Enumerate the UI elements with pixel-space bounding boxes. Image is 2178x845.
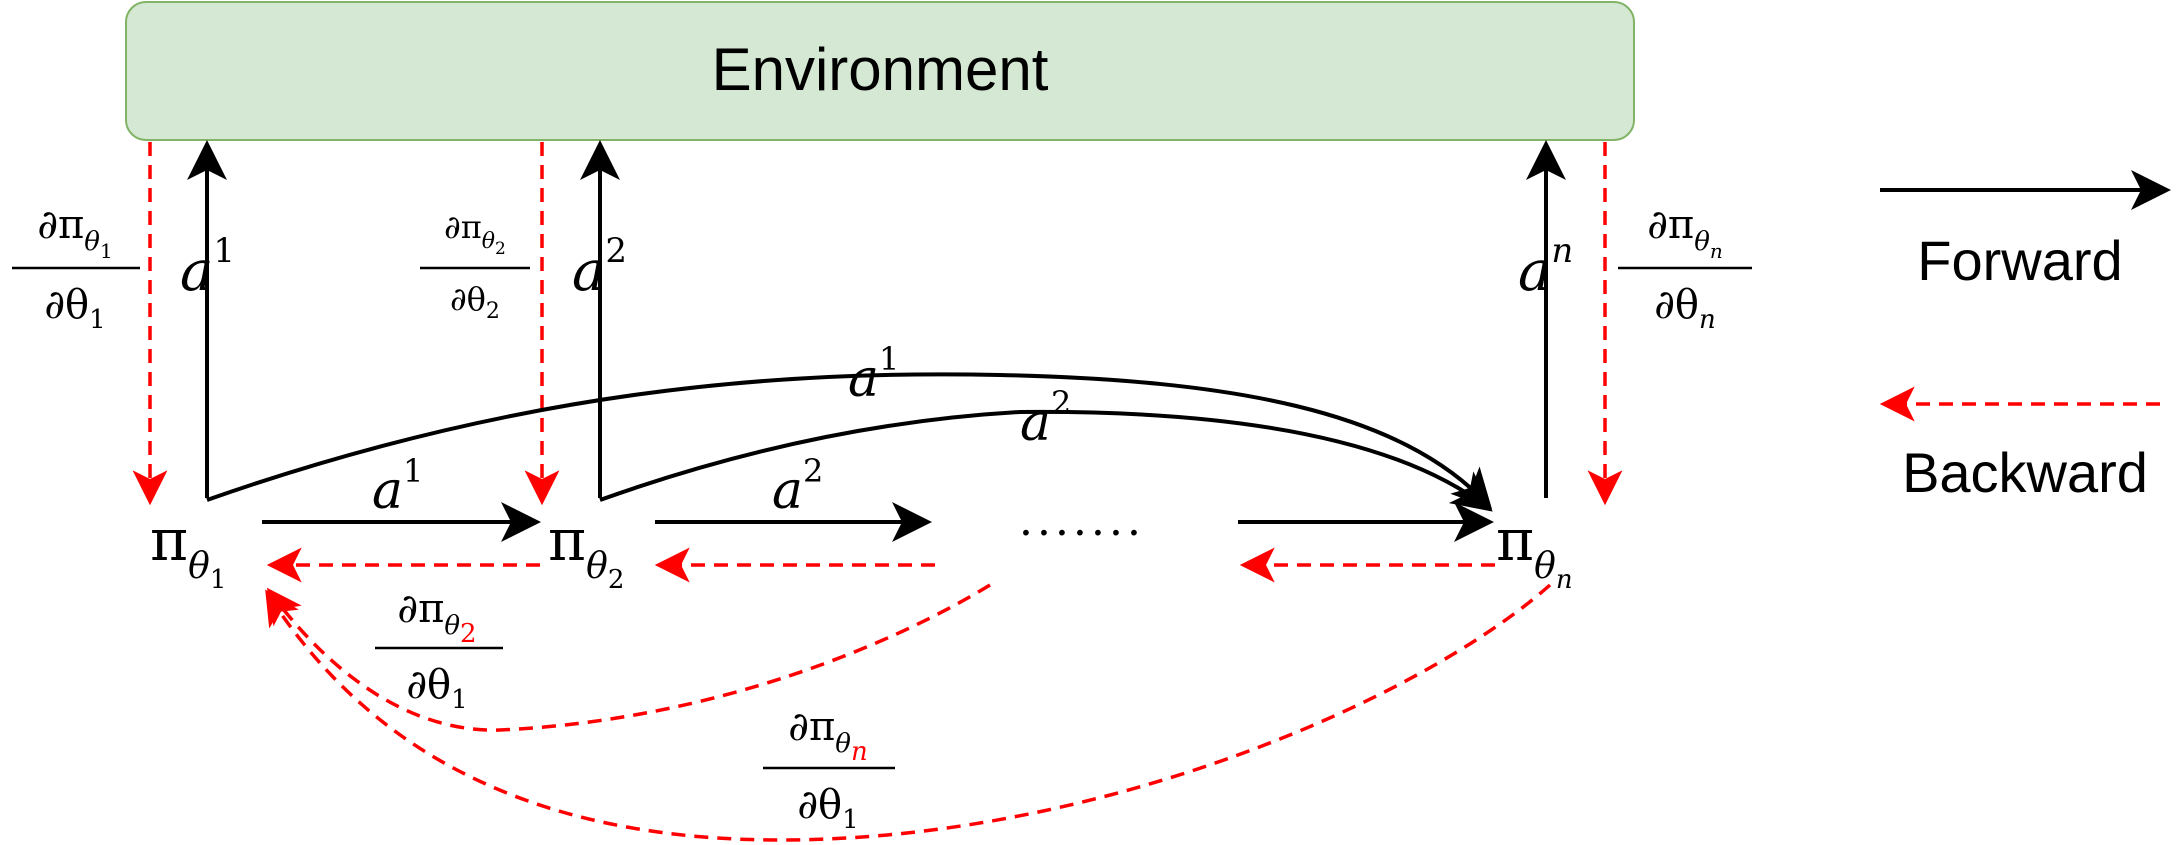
- fraction-numerator: ∂πθn: [1647, 202, 1723, 263]
- policy-index: 1: [210, 565, 227, 595]
- action-up-label-1: a1: [180, 231, 235, 304]
- action-sup: 2: [605, 231, 627, 271]
- fraction-numerator: ∂πθ2: [444, 208, 506, 259]
- skip-arrow-1-to-n: [206, 372, 1493, 510]
- action-base: a: [180, 239, 213, 304]
- chain-gradient-arrow-dots-to-1: [266, 583, 991, 732]
- policy-sub: θ: [1534, 546, 1556, 587]
- policy-sub: θ: [188, 546, 210, 587]
- policy-symbol: π: [548, 506, 586, 574]
- policy-node-n: πθn: [1496, 506, 1573, 595]
- legend-forward-label: Forward: [1917, 229, 2122, 292]
- environment-label: Environment: [712, 36, 1049, 103]
- action-up-label-2: a2: [572, 231, 627, 304]
- action-up-label-n: an: [1518, 231, 1573, 304]
- fraction-numerator: ∂πθn: [788, 704, 867, 767]
- ellipsis: ·······: [1019, 508, 1145, 559]
- action-base: a: [1518, 239, 1551, 304]
- flow-action-label-2-to-dots: a2: [772, 452, 823, 521]
- action-sup: 1: [213, 231, 235, 271]
- fraction-denominator: ∂θ1: [406, 662, 467, 715]
- policy-index: n: [1556, 565, 1573, 595]
- env-gradient-label-n: ∂πθn ∂θn: [1618, 202, 1752, 335]
- fraction-denominator: ∂θ2: [450, 280, 500, 324]
- policy-node-1: πθ1: [150, 506, 226, 595]
- env-gradient-label-1: ∂πθ1 ∂θ1: [12, 202, 140, 335]
- legend-backward-label: Backward: [1902, 441, 2148, 504]
- policy-symbol: π: [1496, 506, 1534, 574]
- fraction-numerator: ∂πθ1: [37, 202, 112, 263]
- policy-symbol: π: [150, 506, 188, 574]
- flow-action-label-1-to-2: a1: [372, 452, 423, 521]
- fraction-numerator: ∂πθ2: [397, 586, 476, 649]
- policy-index: 2: [608, 565, 625, 595]
- flow-action-label-skip-2: a2: [1020, 384, 1071, 453]
- policy-sub: θ: [586, 546, 608, 587]
- environment-rect: [125, 1, 1635, 141]
- chain-gradient-arrow-n-to-1: [265, 583, 1552, 842]
- flow-action-label-skip-1: a1: [848, 340, 899, 409]
- chain-gradient-label-2-to-1: ∂πθ2 ∂θ1: [375, 586, 503, 715]
- skip-arrow-2-to-n: [599, 409, 1493, 512]
- fraction-denominator: ∂θ1: [44, 282, 105, 335]
- fraction-denominator: ∂θ1: [797, 782, 858, 835]
- action-base: a: [572, 239, 605, 304]
- action-sup: n: [1551, 231, 1573, 271]
- environment-box: Environment: [125, 1, 1635, 141]
- env-gradient-label-2: ∂πθ2 ∂θ2: [420, 208, 530, 324]
- fraction-denominator: ∂θn: [1654, 282, 1716, 335]
- legend: Forward Backward: [1879, 170, 2171, 504]
- chain-gradient-label-n-to-1: ∂πθn ∂θ1: [763, 704, 895, 835]
- policy-node-2: πθ2: [548, 506, 624, 595]
